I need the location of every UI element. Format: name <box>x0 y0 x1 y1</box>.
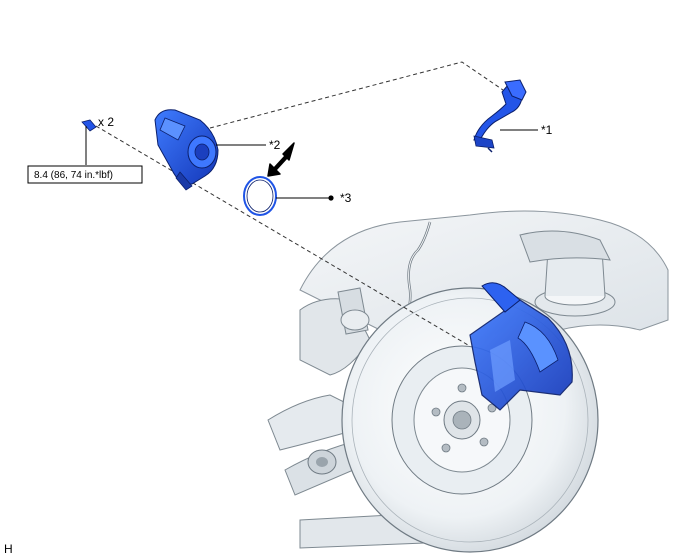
bolt-quantity-label: x 2 <box>98 115 114 129</box>
part-2-parking-brake-actuator <box>154 109 266 191</box>
corner-code-label: H <box>4 542 13 556</box>
torque-spec-box: 8.4 (86, 74 in.*lbf) <box>27 165 143 184</box>
new-part-dot-icon <box>328 195 334 201</box>
part-1-parking-brake-wire <box>473 79 538 153</box>
rear-brake-caliper <box>469 282 573 411</box>
install-direction-arrow-icon <box>267 142 295 177</box>
part-3-o-ring <box>243 176 334 216</box>
part-2-label: *2 <box>269 138 281 152</box>
torque-spec-text: 8.4 (86, 74 in.*lbf) <box>34 170 113 181</box>
alignment-lines <box>95 61 504 346</box>
part-1-label: *1 <box>541 123 553 137</box>
part-3-label: *3 <box>340 191 352 205</box>
bolt <box>81 119 97 165</box>
brake-disc <box>341 287 599 553</box>
